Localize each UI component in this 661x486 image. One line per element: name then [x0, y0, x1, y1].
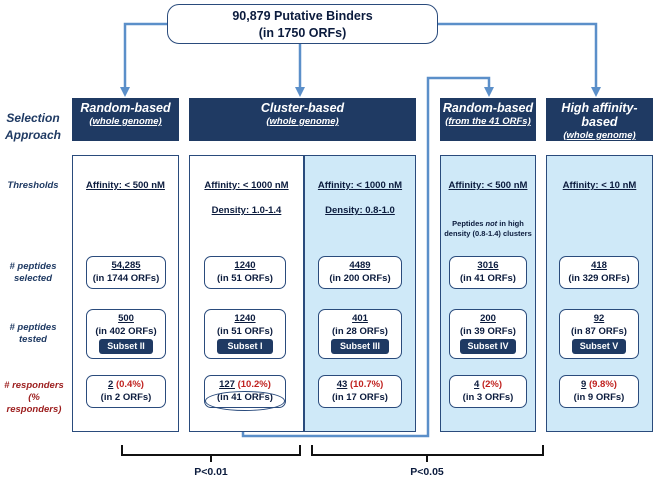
affinity-threshold-2: Affinity: < 1000 nM: [204, 180, 289, 191]
density-threshold-3: Density: 0.8-1.0: [325, 205, 395, 216]
putative-binders-box: 90,879 Putative Binders (in 1750 ORFs): [167, 4, 438, 44]
header-cluster-based: Cluster-based (whole genome): [189, 98, 416, 141]
row-label-responders: # responders (% responders): [4, 380, 64, 415]
subset-badge-iv: Subset IV: [460, 339, 516, 354]
affinity-threshold-5: Affinity: < 10 nM: [562, 180, 637, 191]
affinity-threshold-3: Affinity: < 1000 nM: [317, 180, 403, 191]
row-label-thresholds: Thresholds: [7, 180, 59, 191]
selected-box-5: 418 (in 329 ORFs): [559, 256, 639, 289]
selected-box-2: 1240 (in 51 ORFs): [204, 256, 286, 289]
tested-box-5: 92 (in 87 ORFs) Subset V: [559, 309, 639, 359]
selected-box-4: 3016 (in 41 ORFs): [449, 256, 527, 289]
arrow-to-high-affinity: [438, 22, 601, 97]
responders-box-4: 4 (2%) (in 3 ORFs): [449, 375, 527, 408]
tested-box-1: 500 (in 402 ORFs) Subset II: [86, 309, 166, 359]
pvalue-right: P<0.05: [410, 466, 444, 478]
responders-box-5: 9 (9.8%) (in 9 ORFs): [559, 375, 639, 408]
header-high-affinity-based: High affinity-based (whole genome): [546, 98, 653, 141]
row-label-selected: # peptides selected: [9, 261, 57, 284]
pvalue-left: P<0.01: [194, 466, 228, 478]
cluster-exclusion-note: Peptides not in high density (0.8-1.4) c…: [444, 219, 532, 238]
tested-box-4: 200 (in 39 ORFs) Subset IV: [449, 309, 527, 359]
responders-box-3: 43 (10.7%) (in 17 ORFs): [318, 375, 402, 408]
selection-approach-label: Selection Approach: [4, 111, 61, 142]
header-random-based-41: Random-based (from the 41 ORFs): [440, 98, 536, 141]
selected-box-3: 4489 (in 200 ORFs): [318, 256, 402, 289]
bracket-right: [311, 445, 544, 462]
header-random-based: Random-based (whole genome): [72, 98, 179, 141]
selected-box-1: 54,285 (in 1744 ORFs): [86, 256, 166, 289]
affinity-threshold-4: Affinity: < 500 nM: [448, 180, 528, 191]
responders-box-1: 2 (0.4%) (in 2 ORFs): [86, 375, 166, 408]
affinity-threshold-1: Affinity: < 500 nM: [86, 180, 165, 191]
subset-badge-ii: Subset II: [99, 339, 153, 354]
bracket-left: [121, 445, 301, 462]
arrow-from-41-orfs: [241, 76, 494, 438]
row-label-tested: # peptides tested: [9, 322, 57, 345]
tested-box-3: 401 (in 28 ORFs) Subset III: [318, 309, 402, 359]
subset-badge-v: Subset V: [572, 339, 626, 354]
subset-badge-iii: Subset III: [331, 339, 389, 354]
highlight-ellipse: [205, 391, 285, 411]
arrow-to-random-based: [120, 22, 167, 97]
putative-binders-orfs: (in 1750 ORFs): [258, 26, 347, 40]
subset-badge-i: Subset I: [217, 339, 273, 354]
density-threshold-2: Density: 1.0-1.4: [211, 205, 282, 216]
tested-box-2: 1240 (in 51 ORFs) Subset I: [204, 309, 286, 359]
putative-binders-count: 90,879 Putative Binders: [232, 9, 373, 23]
